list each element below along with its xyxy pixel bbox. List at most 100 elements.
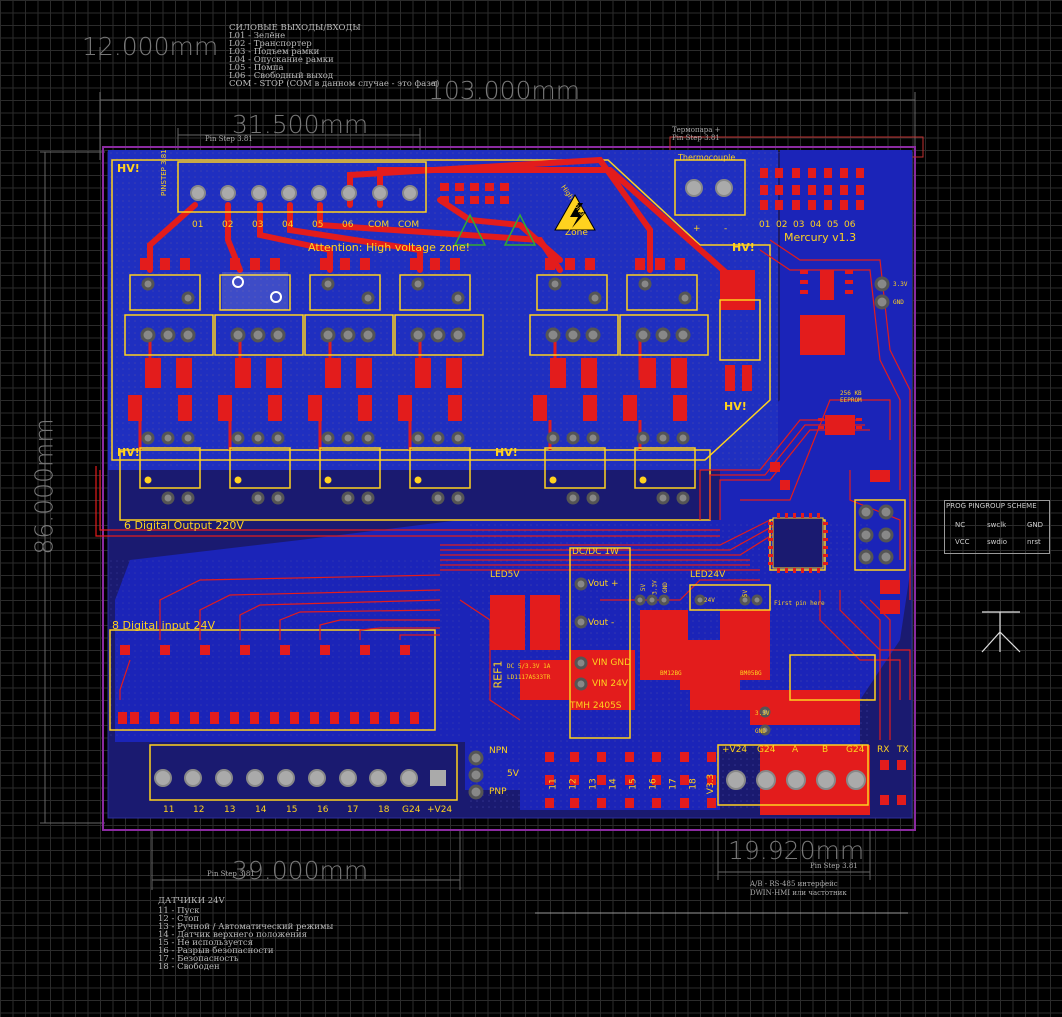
dim-103mm: 103.000mm bbox=[428, 76, 581, 105]
dim-86mm: 86.000mm bbox=[29, 418, 59, 555]
mid-pin-v33: V3.3 bbox=[706, 773, 717, 795]
hv-label-mid: HV! bbox=[495, 446, 518, 459]
pin-step-thermo: Pin Step 3.81 bbox=[672, 134, 720, 142]
inputs-line-8: 18 - Свободен bbox=[158, 962, 220, 972]
inputs-line-1: 11 - Пуск bbox=[158, 906, 200, 916]
outputs-line-2: L02 - Транспортер bbox=[229, 39, 312, 49]
vout-minus-label: Vout - bbox=[588, 618, 615, 628]
scheme-swclk: swclk bbox=[987, 521, 1007, 529]
led-pin-03: 03 bbox=[793, 220, 805, 230]
thermo-plus: + bbox=[693, 224, 701, 234]
pin-gnd-a: GND bbox=[661, 582, 669, 593]
brand-label: Mercury v1.3 bbox=[784, 231, 857, 244]
ldo-label-2: LD1117AS33TR bbox=[507, 674, 551, 681]
vout-plus-label: Vout + bbox=[588, 579, 619, 589]
inputs-line-6: 16 - Разрыв безопасности bbox=[158, 946, 274, 956]
dim-31mm: 31.500mm bbox=[232, 110, 369, 139]
inputs-line-4: 14 - Датчик верхнего положения bbox=[158, 930, 307, 940]
hv-label-right: HV! bbox=[732, 241, 755, 254]
led-pin-04: 04 bbox=[810, 220, 822, 230]
inputs-title: ДАТЧИКИ 24V bbox=[158, 896, 225, 906]
led-pin-05: 05 bbox=[827, 220, 839, 230]
rs485-note-2: DWIN-HMI или частотник bbox=[750, 889, 847, 897]
pin-5v-a: 5V bbox=[640, 583, 648, 592]
pin-step-bottom: Pin Step 3.81 bbox=[207, 870, 255, 878]
led-pin-02: 02 bbox=[776, 220, 788, 230]
mid-pin-16: 16 bbox=[648, 778, 659, 790]
hv-label-top: HV! bbox=[117, 162, 140, 175]
pnp-label: PNP bbox=[489, 787, 507, 797]
mid-pin-18: 18 bbox=[688, 778, 699, 790]
first-pin-label: First pin here bbox=[774, 600, 825, 607]
rs-pin-v24: +V24 bbox=[722, 745, 748, 755]
scheme-vcc: VCC bbox=[955, 538, 970, 546]
pin-step-top: Pin Step 3.81 bbox=[205, 135, 253, 143]
thermo-note: Термопара + bbox=[672, 126, 721, 134]
digital-output-label: 6 Digital Output 220V bbox=[124, 519, 244, 532]
rs-pin-b: B bbox=[822, 745, 829, 755]
out-pin-com-2: COM bbox=[398, 220, 420, 230]
label-3v3-bottom: 3.3V bbox=[755, 710, 770, 717]
in-pin-g24: G24 bbox=[402, 805, 421, 815]
in-pin-17: 17 bbox=[347, 805, 359, 815]
led-pin-06: 06 bbox=[844, 220, 856, 230]
hv-label-relay: HV! bbox=[724, 400, 747, 413]
label-gnd-bottom: GND bbox=[755, 728, 766, 735]
scheme-title: PROG PINGROUP SCHEME bbox=[946, 502, 1037, 510]
mid-pin-15: 15 bbox=[628, 778, 639, 790]
pin-5v-b: 5V bbox=[742, 589, 750, 598]
led-pin-01: 01 bbox=[759, 220, 771, 230]
hv-label-left: HV! bbox=[117, 446, 140, 459]
label-gnd-top: GND bbox=[893, 299, 904, 306]
mid-pin-11: 11 bbox=[548, 778, 559, 790]
mid-pin-17: 17 bbox=[668, 778, 679, 790]
in-pin-12: 12 bbox=[193, 805, 205, 815]
in-pin-14: 14 bbox=[255, 805, 267, 815]
dim-12mm: 12.000mm bbox=[82, 32, 219, 61]
in-pin-15: 15 bbox=[286, 805, 298, 815]
out-pin-02: 02 bbox=[222, 220, 234, 230]
outputs-line-4: L04 - Опускание рамки bbox=[229, 55, 334, 65]
inputs-line-3: 13 - Ручной / Автоматический режимы bbox=[158, 922, 334, 932]
ref1-label: REF1 bbox=[491, 660, 505, 689]
prog-pin-scheme: PROG PINGROUP SCHEME NC swclk GND VCC sw… bbox=[944, 500, 1050, 554]
scheme-gnd: GND bbox=[1027, 521, 1044, 529]
pin-step-rs485: Pin Step 3.81 bbox=[810, 862, 858, 870]
outputs-line-5: L05 - Помпа bbox=[229, 63, 284, 73]
rs-pin-a: A bbox=[792, 745, 799, 755]
rx-label: RX bbox=[877, 745, 890, 755]
hv-zone-label: Zone bbox=[565, 228, 588, 238]
out-pin-06: 06 bbox=[342, 220, 354, 230]
inputs-line-7: 17 - Безопасность bbox=[158, 954, 239, 964]
pinstep-label: PINSTEP 3.81 bbox=[160, 149, 168, 196]
vin-24v-label: VIN 24V bbox=[592, 679, 629, 689]
digital-input-label: 8 Digital input 24V bbox=[112, 619, 215, 632]
in-pin-13: 13 bbox=[224, 805, 236, 815]
scheme-nrst: nrst bbox=[1027, 538, 1041, 546]
led24v-label: LED24V bbox=[690, 570, 726, 580]
5v-label-input: 5V bbox=[507, 769, 519, 779]
outputs-title: СИЛОВЫЕ ВЫХОДЫ/ВХОДЫ bbox=[229, 23, 361, 33]
outputs-line-1: L01 - Зелёне bbox=[229, 31, 286, 41]
eeprom-label: 256 KB EEPROM bbox=[840, 390, 862, 404]
bm12-label: BM12BG bbox=[660, 670, 682, 677]
pin-33v-a: 3.3V bbox=[651, 580, 659, 595]
bm05-label: BM05BG bbox=[740, 670, 762, 677]
in-pin-v24: +V24 bbox=[427, 805, 453, 815]
pin-24v-b: 24V bbox=[704, 597, 715, 604]
scheme-swdio: swdio bbox=[987, 538, 1008, 546]
tx-label: TX bbox=[897, 745, 909, 755]
tmh-label: TMH 2405S bbox=[570, 701, 622, 711]
outputs-line-3: L03 - Подъем рамки bbox=[229, 47, 320, 57]
in-pin-11: 11 bbox=[163, 805, 175, 815]
rs-pin-g24-a: G24 bbox=[757, 745, 776, 755]
thermo-minus: - bbox=[724, 224, 728, 234]
led5v-label: LED5V bbox=[490, 570, 520, 580]
rs-pin-g24-b: G24 bbox=[846, 745, 865, 755]
outputs-line-6: L06 - Свободный выход bbox=[229, 71, 334, 81]
out-pin-04: 04 bbox=[282, 220, 294, 230]
inputs-line-2: 12 - Стоп bbox=[158, 914, 200, 924]
attention-label: Attention: High voltage zone! bbox=[308, 241, 470, 254]
thermocouple-label: Thermocouple bbox=[678, 153, 736, 162]
